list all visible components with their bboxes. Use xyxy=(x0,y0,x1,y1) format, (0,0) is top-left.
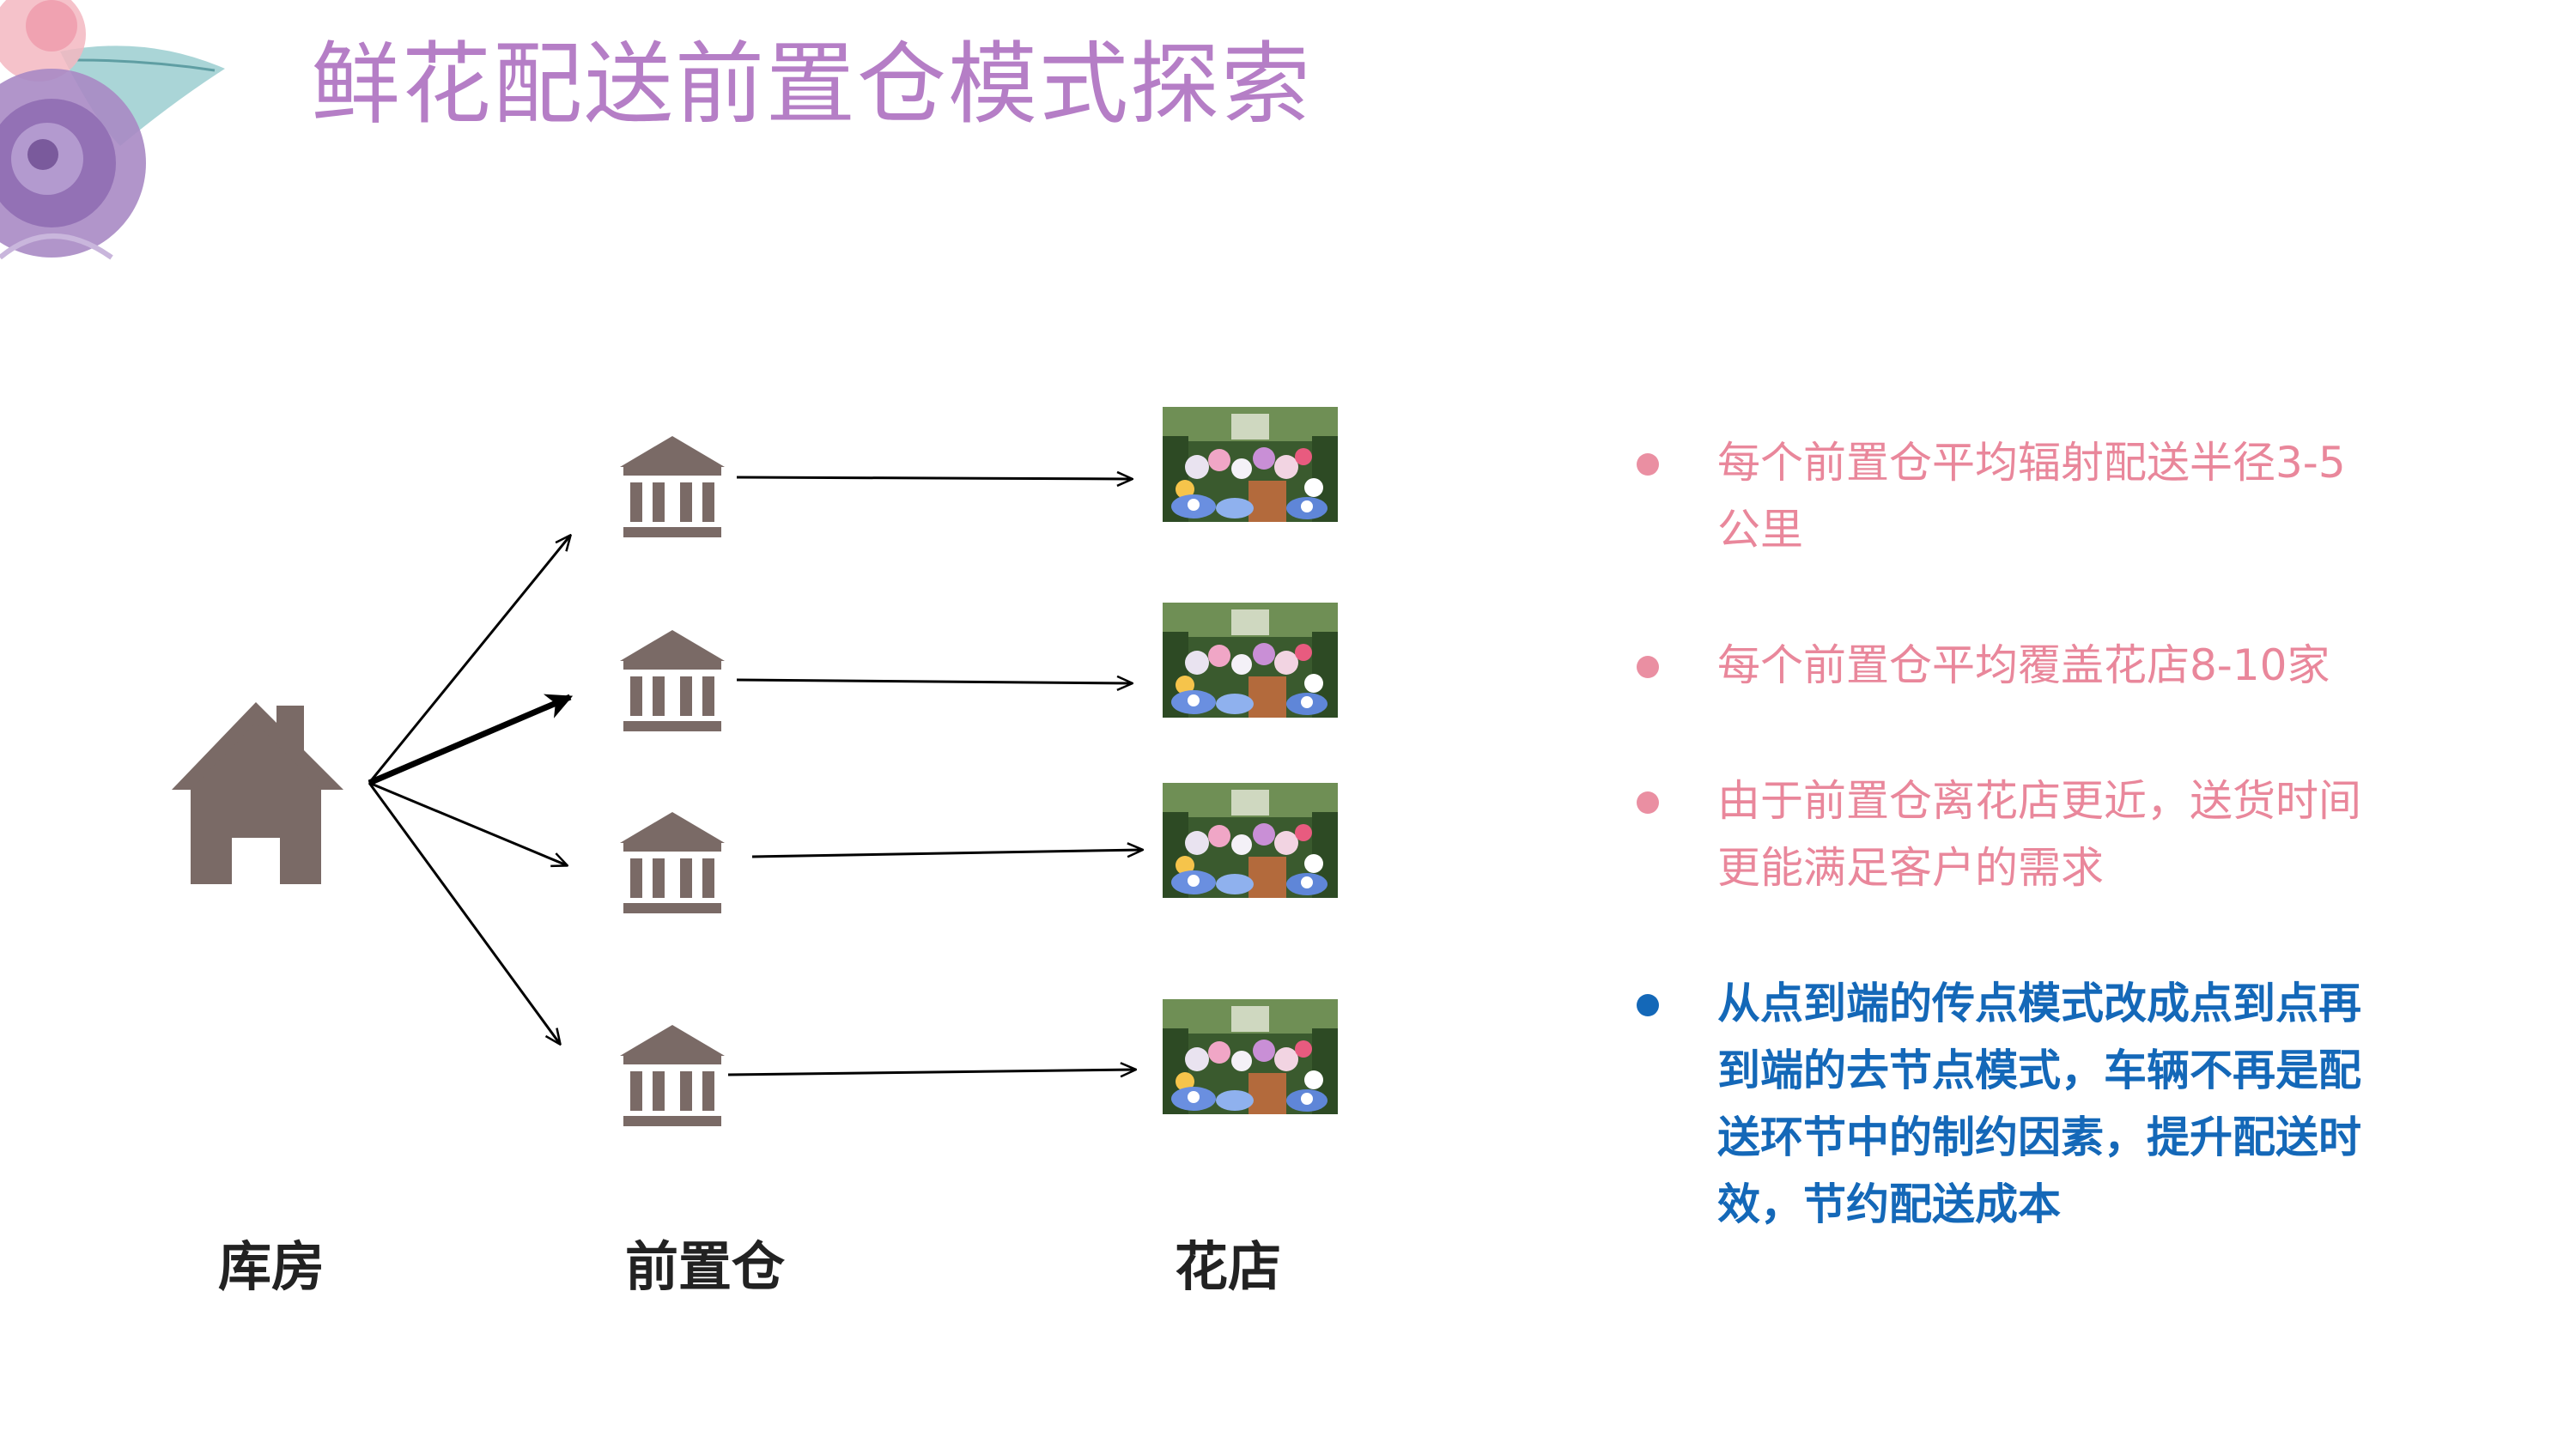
front-warehouse-icon-4 xyxy=(620,1025,725,1126)
flower-shop-photo-1 xyxy=(1163,407,1338,522)
bullet-item: 每个前置仓平均覆盖花店8-10家 xyxy=(1631,632,2387,699)
arrow-warehouse-to-front-2 xyxy=(368,694,574,786)
front-warehouse-icon-2 xyxy=(620,630,725,731)
slide-title: 鲜花配送前置仓模式探索 xyxy=(311,32,1313,136)
flower-shop-photo-2 xyxy=(1163,603,1338,718)
flower-shop-photo-4 xyxy=(1163,999,1338,1114)
bullet-item: 由于前置仓离花店更近，送货时间更能满足客户的需求 xyxy=(1631,767,2387,901)
arrow-warehouse-to-front-3 xyxy=(368,781,567,865)
bullet-dot-icon xyxy=(1637,453,1659,476)
front-warehouse-icon-1 xyxy=(620,436,725,537)
arrow-warehouse-to-front-4 xyxy=(368,782,560,1044)
bullet-text: 从点到端的传点模式改成点到点再到端的去节点模式，车辆不再是配送环节中的制约因素，… xyxy=(1717,979,2361,1229)
bullet-dot-icon xyxy=(1637,656,1659,678)
label-flower-shop: 花店 xyxy=(1175,1235,1282,1298)
arrow-front-to-shop-4 xyxy=(727,1070,1135,1075)
arrow-warehouse-to-front-1 xyxy=(368,536,570,784)
arrow-front-to-shop-2 xyxy=(736,680,1132,683)
bullet-dot-icon xyxy=(1637,791,1659,814)
arrow-front-to-shop-1 xyxy=(736,477,1132,479)
house-icon xyxy=(172,702,343,884)
bullet-list: 每个前置仓平均辐射配送半径3-5公里 每个前置仓平均覆盖花店8-10家 由于前置… xyxy=(1631,412,2387,1238)
bullet-item: 每个前置仓平均辐射配送半径3-5公里 xyxy=(1631,429,2387,563)
front-warehouse-icon-3 xyxy=(620,812,725,913)
flower-shop-photo-3 xyxy=(1163,783,1338,898)
bullet-text: 由于前置仓离花店更近，送货时间更能满足客户的需求 xyxy=(1717,776,2361,893)
distribution-diagram xyxy=(172,407,1338,1126)
arrow-front-to-shop-3 xyxy=(751,850,1142,858)
flower-decoration-icon xyxy=(0,0,225,260)
bullet-text: 每个前置仓平均覆盖花店8-10家 xyxy=(1717,640,2330,690)
label-warehouse: 库房 xyxy=(218,1235,325,1298)
bullet-item-highlight: 从点到端的传点模式改成点到点再到端的去节点模式，车辆不再是配送环节中的制约因素，… xyxy=(1631,970,2387,1238)
bullet-dot-icon xyxy=(1637,994,1659,1016)
bullet-text: 每个前置仓平均辐射配送半径3-5公里 xyxy=(1717,438,2346,555)
label-front-warehouse: 前置仓 xyxy=(625,1235,786,1298)
